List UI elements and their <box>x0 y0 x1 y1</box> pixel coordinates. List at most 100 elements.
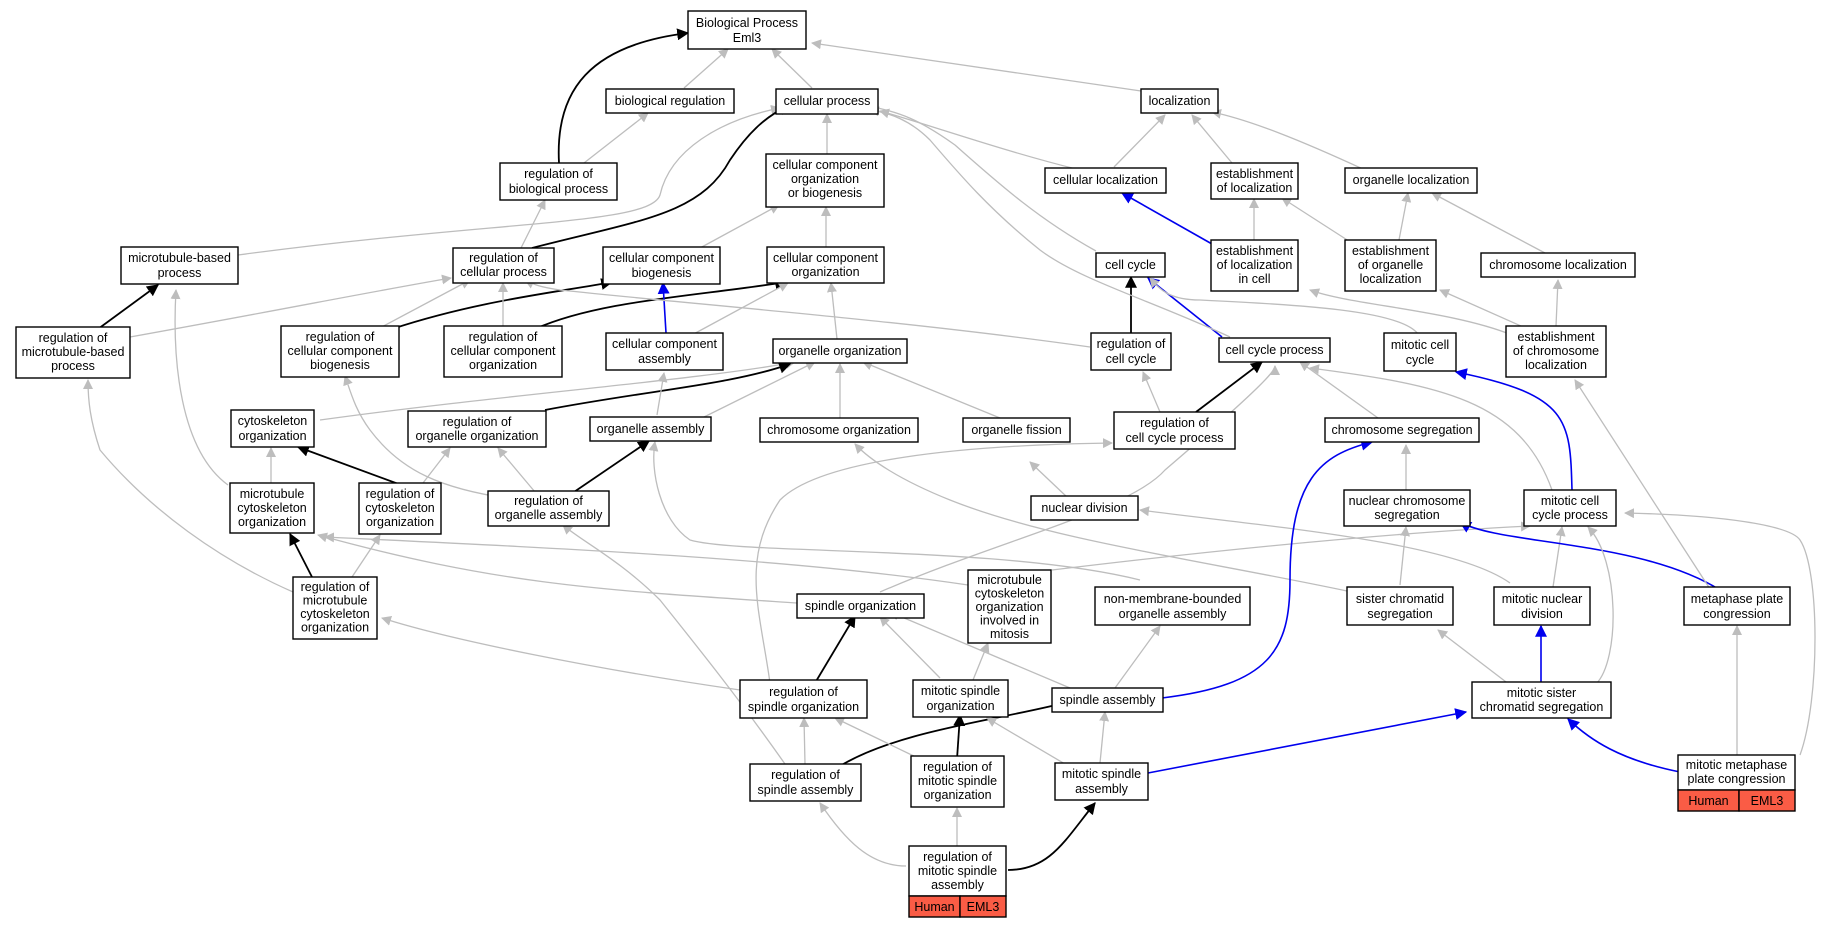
edge-spinasm-to-nmboa <box>1114 625 1161 689</box>
edge-regmtco-to-mtco <box>289 532 313 578</box>
node-regulation-of-cytoskeleton-organization: regulation of cytoskeleton organization <box>358 482 442 535</box>
node-label-line: localization <box>1525 358 1587 372</box>
node-label-line: cell cycle process <box>1226 343 1324 357</box>
node-label-line: segregation <box>1367 607 1432 621</box>
annotation-species: Human <box>914 900 954 914</box>
node-label-line: regulation of <box>1097 337 1166 351</box>
node-mitotic-spindle-organization: mitotic spindle organization <box>912 679 1009 718</box>
edge-spinasm-to-chromseg <box>1161 438 1374 699</box>
edge-regcp-to-regbio <box>520 199 546 249</box>
node-label-line: mitotic spindle <box>1062 767 1141 781</box>
node-label-line: organelle assembly <box>597 422 705 436</box>
node-localization: localization <box>1140 88 1219 114</box>
node-label-line: organelle organization <box>415 429 538 443</box>
node-label-line: regulation of <box>306 330 375 344</box>
node-mitotic-spindle-assembly: mitotic spindle assembly <box>1054 762 1149 801</box>
node-label-line: organelle assembly <box>1119 607 1227 621</box>
edge-sistseg-to-nucchromseg <box>1399 526 1411 586</box>
node-label-line: cellular localization <box>1053 173 1158 187</box>
node-cell-cycle: cell cycle <box>1095 252 1166 278</box>
edge-mitspinasm-to-mitspinorg <box>986 717 1066 765</box>
node-label-line: regulation of <box>366 487 435 501</box>
node-label-line: mitotic cell <box>1541 494 1599 508</box>
node-label-line: establishment <box>1216 167 1294 181</box>
node-label-line: organization <box>238 515 306 529</box>
edge-regmtbp-to-regcp <box>129 274 452 338</box>
edge-mitsistseg-to-sistseg <box>1437 629 1511 686</box>
node-organelle-assembly: organelle assembly <box>589 416 712 442</box>
node-label-line: involved in <box>980 614 1039 628</box>
node-label-line: organelle fission <box>971 423 1061 437</box>
annotation-species: Human <box>1688 794 1728 808</box>
edge-orgasm-to-orgorg <box>699 361 816 420</box>
node-label-line: regulation of <box>301 580 370 594</box>
node-establishment-of-chromosome-localization: establishment of chromosome localization <box>1505 325 1607 378</box>
node-label-line: regulation of <box>443 415 512 429</box>
annotation-gene: EML3 <box>967 900 1000 914</box>
node-label-line: cell cycle <box>1105 258 1156 272</box>
edge-estorgloc-to-orgloc <box>1398 192 1412 241</box>
edge-regmitspinorg-to-regspinorg <box>834 717 921 760</box>
node-label-line: assembly <box>931 878 985 892</box>
node-cellular-process: cellular process <box>775 88 879 115</box>
node-establishment-of-organelle-localization: establishment of organelle localization <box>1344 239 1437 292</box>
edge-regspinasm-to-regspinorg <box>799 717 810 765</box>
edge-orgloc-to-loc <box>1211 108 1366 171</box>
edge-bioreg-to-bp <box>683 48 729 89</box>
node-label-line: biogenesis <box>632 266 692 280</box>
edge-regspinorg-to-spinorg <box>814 614 856 684</box>
node-chromosome-organization: chromosome organization <box>759 417 919 443</box>
node-biological-regulation: biological regulation <box>605 88 735 114</box>
edge-regccbio-to-regcp <box>377 279 471 330</box>
edge-mtbp-to-cellproc <box>237 104 781 256</box>
node-label-line: of chromosome <box>1513 344 1599 358</box>
node-label-line: regulation of <box>923 760 992 774</box>
edge-regspinasm-to-spinasm <box>839 698 1070 767</box>
node-label-line: biogenesis <box>310 358 370 372</box>
edge-cellloc-to-cellproc <box>879 108 1077 170</box>
node-metaphase-plate-congression: metaphase plate congression <box>1683 586 1791 626</box>
node-label-line: spindle organization <box>805 599 916 613</box>
edge-estchromloc-to-chromloc <box>1552 279 1563 327</box>
node-label-line: spindle assembly <box>758 783 855 797</box>
node-label-line: metaphase plate <box>1691 592 1783 606</box>
edge-nmboa-to-orgasm <box>648 441 1141 581</box>
node-label-line: division <box>1521 607 1563 621</box>
annotation-regulation-of-mitotic-spindle-assembly: Human EML3 <box>908 895 1007 918</box>
node-label-line: organelle localization <box>1353 173 1470 187</box>
node-label-line: spindle assembly <box>1060 693 1157 707</box>
node-nuclear-division: nuclear division <box>1030 495 1139 521</box>
node-label-line: plate congression <box>1688 772 1786 786</box>
node-label-line: Eml3 <box>733 31 762 45</box>
node-label-line: cellular component <box>612 337 717 351</box>
node-spindle-assembly: spindle assembly <box>1051 687 1164 713</box>
node-label-line: microtubule <box>303 594 368 608</box>
edge-mpc-to-estchromloc <box>1574 379 1711 590</box>
edge-regmtco-to-regcyto <box>351 534 381 578</box>
node-establishment-of-localization-in-cell: establishment of localization in cell <box>1210 239 1299 292</box>
edge-estloc-to-loc <box>1191 114 1233 164</box>
edge-regspinorg-to-regmtco <box>381 616 741 691</box>
node-label-line: assembly <box>1075 782 1129 796</box>
node-label-line: organelle assembly <box>495 508 603 522</box>
node-label-line: cellular process <box>784 94 871 108</box>
node-label-line: nuclear chromosome <box>1349 494 1466 508</box>
node-cellular-component-organization-or-biogenesis: cellular component organization or bioge… <box>765 153 885 208</box>
edge-regmitspinasm-to-regspinasm <box>819 802 907 867</box>
node-microtubule-cytoskeleton-organization-involved-in-mitosis: microtubule cytoskeleton organization in… <box>967 569 1052 644</box>
edge-regcp-to-cellproc <box>531 104 792 249</box>
edge-mtco-to-mtbp <box>170 289 229 486</box>
edge-regccbio-to-ccbio <box>391 278 614 330</box>
node-organelle-fission: organelle fission <box>962 417 1071 443</box>
edges <box>83 28 1816 871</box>
node-nuclear-chromosome-segregation: nuclear chromosome segregation <box>1343 489 1471 527</box>
node-organelle-organization: organelle organization <box>772 338 908 364</box>
edge-regmitspinorg-to-mitspinorg <box>953 713 966 760</box>
node-label-line: cycle process <box>1532 508 1608 522</box>
edge-ccasm-to-ccorg <box>689 282 789 337</box>
edge-ccbio-to-ccob <box>699 204 780 249</box>
node-label-line: biological regulation <box>615 94 726 108</box>
node-label-line: establishment <box>1216 244 1294 258</box>
edge-mpc-to-nucchromseg <box>1458 521 1721 591</box>
node-label-line: chromatid segregation <box>1480 700 1604 714</box>
